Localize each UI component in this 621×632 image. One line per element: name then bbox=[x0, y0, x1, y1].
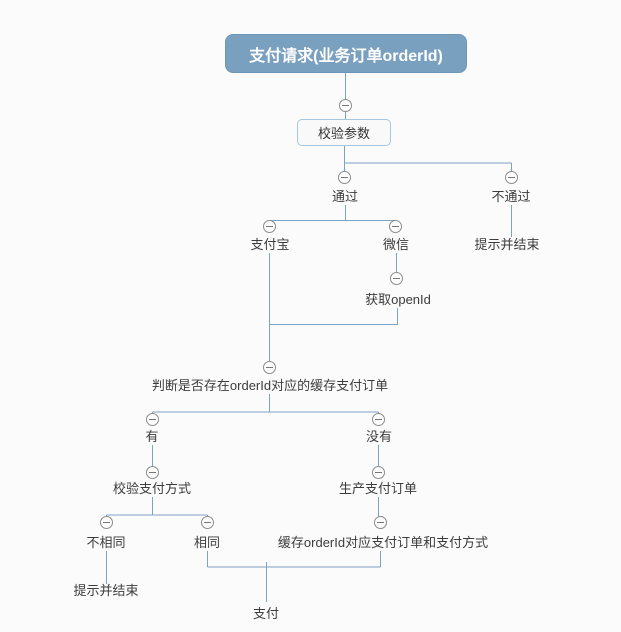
node-check-cached-order[interactable]: 判断是否存在orderId对应的缓存支付订单 bbox=[151, 378, 389, 393]
collapse-toggle-has[interactable] bbox=[146, 413, 159, 426]
node-fail[interactable]: 不通过 bbox=[491, 189, 531, 204]
minus-icon bbox=[392, 226, 399, 227]
minus-icon bbox=[266, 367, 273, 368]
minus-icon bbox=[508, 177, 515, 178]
node-pay[interactable]: 支付 bbox=[252, 606, 280, 621]
node-prompt-end-fail[interactable]: 提示并结束 bbox=[474, 237, 540, 252]
minus-icon bbox=[149, 419, 156, 420]
minus-icon bbox=[266, 226, 273, 227]
node-not-same[interactable]: 不相同 bbox=[86, 535, 126, 550]
collapse-toggle-cache-order[interactable] bbox=[374, 516, 387, 529]
minus-icon bbox=[342, 105, 349, 106]
node-cache-order[interactable]: 缓存orderId对应支付订单和支付方式 bbox=[277, 535, 489, 550]
minus-icon bbox=[204, 522, 211, 523]
node-wechat[interactable]: 微信 bbox=[382, 237, 410, 252]
minus-icon bbox=[375, 419, 382, 420]
minus-icon bbox=[103, 522, 110, 523]
node-has[interactable]: 有 bbox=[145, 429, 159, 444]
minus-icon bbox=[393, 278, 400, 279]
collapse-toggle-fail[interactable] bbox=[505, 171, 518, 184]
node-create-pay-order[interactable]: 生产支付订单 bbox=[338, 481, 418, 496]
node-verify-pay-method[interactable]: 校验支付方式 bbox=[112, 481, 192, 496]
collapse-toggle-get-openid[interactable] bbox=[390, 272, 403, 285]
collapse-toggle-check-cached-order[interactable] bbox=[263, 361, 276, 374]
collapse-toggle-not-same[interactable] bbox=[100, 516, 113, 529]
collapse-toggle-verify-pay-method[interactable] bbox=[146, 466, 159, 479]
minus-icon bbox=[341, 177, 348, 178]
node-same[interactable]: 相同 bbox=[193, 535, 221, 550]
node-alipay[interactable]: 支付宝 bbox=[250, 237, 290, 252]
node-pass[interactable]: 通过 bbox=[331, 189, 359, 204]
node-validate-params[interactable]: 校验参数 bbox=[297, 119, 391, 146]
node-get-openid[interactable]: 获取openId bbox=[365, 292, 431, 307]
node-prompt-end-notsame[interactable]: 提示并结束 bbox=[73, 583, 139, 598]
minus-icon bbox=[149, 472, 156, 473]
collapse-toggle-create-pay-order[interactable] bbox=[372, 466, 385, 479]
node-none[interactable]: 没有 bbox=[365, 429, 393, 444]
minus-icon bbox=[377, 522, 384, 523]
node-payment-request[interactable]: 支付请求(业务订单orderId) bbox=[225, 34, 467, 73]
collapse-toggle-pass[interactable] bbox=[338, 171, 351, 184]
collapse-toggle-wechat[interactable] bbox=[389, 220, 402, 233]
collapse-toggle-none[interactable] bbox=[372, 413, 385, 426]
collapse-toggle-validate-params[interactable] bbox=[339, 99, 352, 112]
collapse-toggle-alipay[interactable] bbox=[263, 220, 276, 233]
collapse-toggle-same[interactable] bbox=[201, 516, 214, 529]
minus-icon bbox=[375, 472, 382, 473]
